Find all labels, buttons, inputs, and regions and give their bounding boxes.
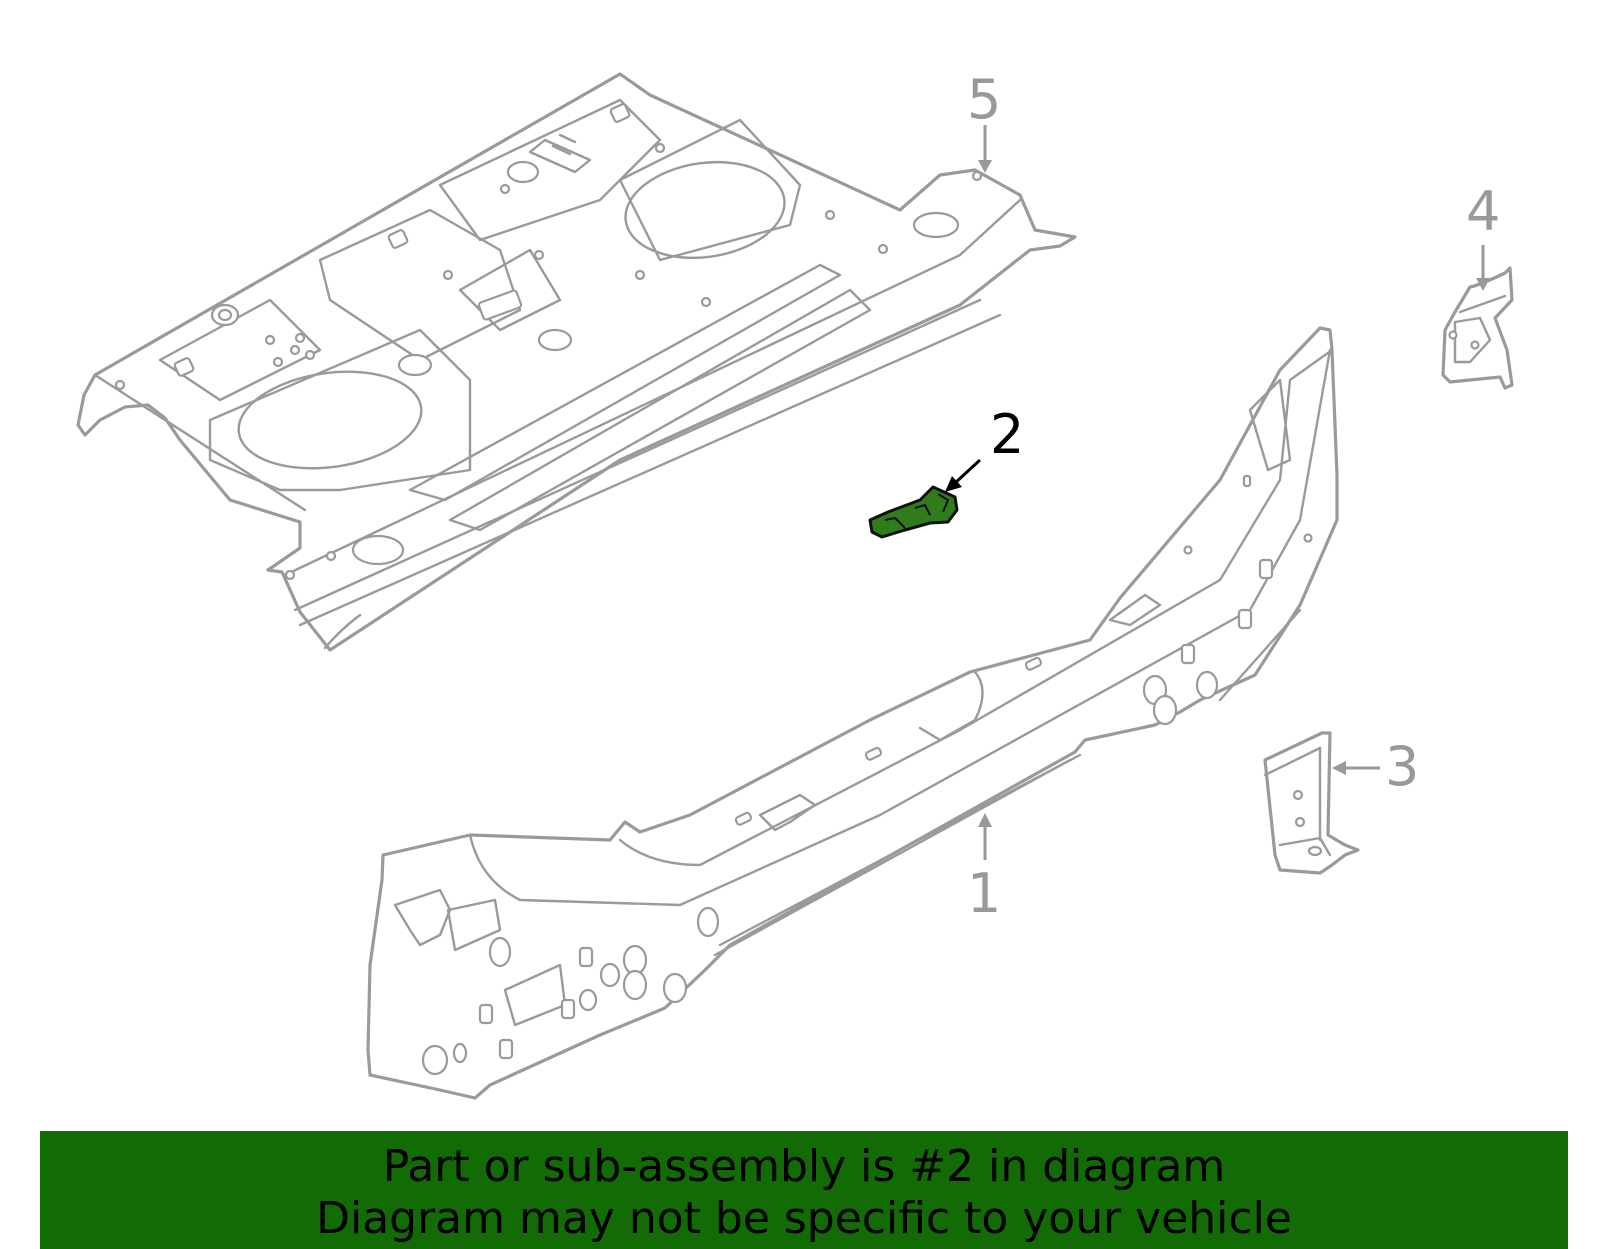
part-4-bracket <box>1441 266 1514 390</box>
part-2-bracket-highlighted <box>868 485 959 539</box>
arrowhead-5 <box>978 160 992 173</box>
banner-line-part-number: Part or sub-assembly is #2 in diagram <box>382 1141 1226 1192</box>
banner-line-disclaimer: Diagram may not be specific to your vehi… <box>316 1193 1292 1244</box>
part-5-package-tray <box>76 72 1077 652</box>
part-3-bracket <box>1263 731 1360 875</box>
callout-5: 5 <box>967 68 1001 131</box>
callout-3: 3 <box>1385 735 1419 798</box>
leader-lines <box>945 125 1490 860</box>
arrowhead-2 <box>945 476 962 492</box>
info-banner: Part or sub-assembly is #2 in diagram Di… <box>40 1131 1568 1249</box>
arrowhead-4 <box>1476 278 1490 291</box>
arrowhead-1 <box>978 813 992 827</box>
arrowhead-3 <box>1332 761 1346 775</box>
callout-1: 1 <box>967 862 1001 925</box>
part-1-rear-body-panel <box>366 326 1339 1100</box>
leader-2 <box>953 458 982 485</box>
callout-2: 2 <box>990 403 1024 466</box>
callout-4: 4 <box>1466 180 1500 243</box>
